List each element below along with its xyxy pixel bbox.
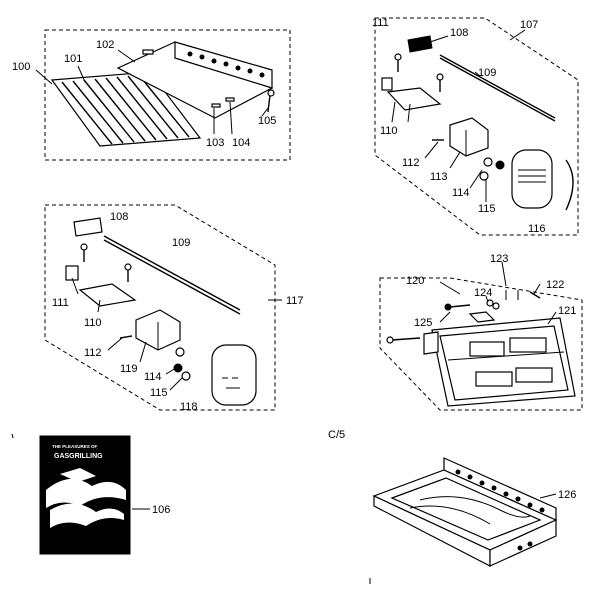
shelf-kit-outline <box>44 29 291 161</box>
callout-101: 101 <box>64 53 82 65</box>
callout-118: 118 <box>180 401 198 413</box>
callout-103: 103 <box>206 137 224 149</box>
callout-115-mid: 115 <box>150 387 168 399</box>
ignitor-kit-top-group <box>374 17 579 236</box>
book-cover-art <box>46 478 126 508</box>
stray-mark <box>11 433 14 439</box>
ignitor-housing-part <box>211 344 257 406</box>
callout-105: 105 <box>258 115 276 127</box>
callout-114-mid: 114 <box>144 371 162 383</box>
callout-107: 107 <box>520 19 538 31</box>
cookbook-part: THE PLEASURES OF GASGRILLING <box>39 435 150 555</box>
bracket-part <box>78 283 137 307</box>
label-plate-part <box>73 217 103 237</box>
callout-122: 122 <box>546 279 564 291</box>
callout-109-top: 109 <box>478 67 496 79</box>
callout-115-top: 115 <box>478 203 496 215</box>
mount-bracket-part <box>449 117 489 157</box>
callout-124: 124 <box>474 287 492 299</box>
callout-111-top: 111 <box>372 17 389 29</box>
callout-114-top: 114 <box>452 187 470 199</box>
shelf-kit-group <box>35 29 291 161</box>
ignitor-kit-mid-group <box>44 204 282 411</box>
callout-126: 126 <box>558 489 576 501</box>
book-title-line1: THE PLEASURES OF <box>52 444 98 449</box>
rod-part <box>103 235 241 311</box>
grid-kit-outline <box>379 277 583 411</box>
callout-110-mid: 110 <box>84 317 102 329</box>
callout-121: 121 <box>558 305 576 317</box>
callout-117: 117 <box>286 295 304 307</box>
callout-110-top: 110 <box>380 125 398 137</box>
front-shelf-part <box>372 457 558 567</box>
clip-part <box>225 97 235 102</box>
callout-111-mid: 111 <box>52 297 69 309</box>
cooking-grid-part <box>431 317 576 407</box>
callout-125: 125 <box>414 317 432 329</box>
clip-part <box>211 103 221 108</box>
callout-108-mid: 108 <box>110 211 128 223</box>
callout-108-top: 108 <box>450 27 468 39</box>
ignitor-kit-mid-outline <box>44 204 276 411</box>
callout-112-top: 112 <box>402 157 420 169</box>
callout-100: 100 <box>12 61 30 73</box>
screw-part <box>267 94 271 113</box>
grid-kit-group <box>379 261 583 411</box>
book-title-line2: GASGRILLING <box>54 453 103 460</box>
label-plate-part <box>407 35 433 53</box>
callout-123: 123 <box>490 253 508 265</box>
rod-part <box>439 54 556 119</box>
callout-119: 119 <box>120 363 138 375</box>
callout-112-mid: 112 <box>84 347 102 359</box>
callout-106: 106 <box>152 504 170 516</box>
callout-113: 113 <box>430 171 448 183</box>
page-code: C/5 <box>328 429 345 441</box>
callout-120: 120 <box>406 275 424 287</box>
callout-116: 116 <box>528 223 546 235</box>
callout-104: 104 <box>232 137 250 149</box>
bracket-part <box>386 87 442 111</box>
callout-102: 102 <box>96 39 114 51</box>
ignitor-housing-part <box>511 149 574 211</box>
callout-109-mid: 109 <box>172 237 190 249</box>
